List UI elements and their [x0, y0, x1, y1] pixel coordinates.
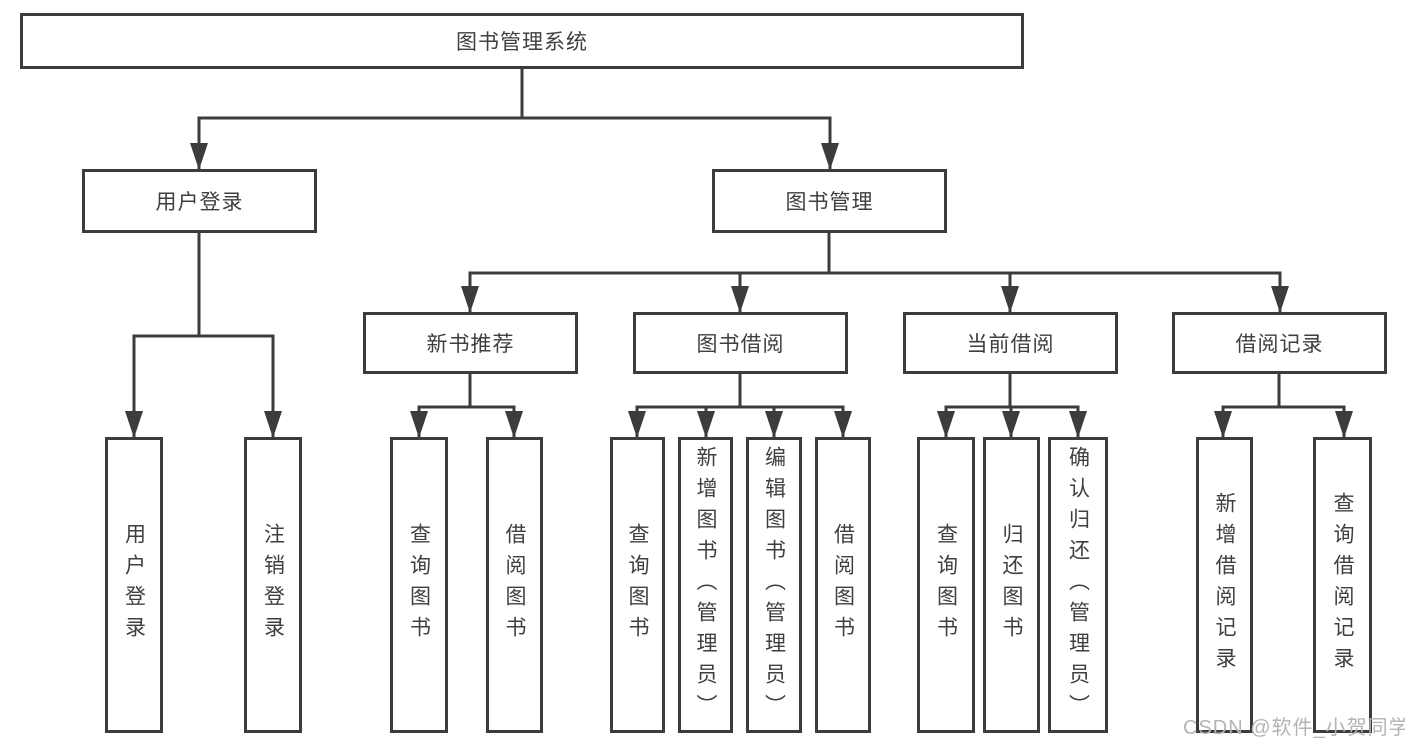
connector-userlogin-to-children: [132, 233, 275, 438]
node-book-borrow: 图书借阅: [633, 312, 848, 374]
node-book-management-label: 图书管理: [785, 191, 874, 214]
connector-newbook-to-children: [417, 374, 516, 438]
node-book-borrow-label: 图书借阅: [696, 333, 785, 356]
leaf-borrow-edit-admin: 编辑图书（管理员）: [746, 437, 802, 733]
node-root-system: 图书管理系统: [20, 13, 1024, 69]
leaf-borrow-query-label: 查询图书: [626, 523, 649, 647]
node-current-borrow-label: 当前借阅: [966, 333, 1055, 356]
leaf-newbook-borrow: 借阅图书: [486, 437, 543, 733]
connector-borrowrecord-to-children: [1221, 374, 1346, 438]
leaf-borrow-book: 借阅图书: [815, 437, 871, 733]
leaf-borrow-edit-admin-label: 编辑图书（管理员）: [762, 445, 786, 725]
leaf-borrow-query: 查询图书: [610, 437, 665, 733]
leaf-logout-label: 注销登录: [261, 523, 285, 647]
leaf-logout: 注销登录: [244, 437, 302, 733]
leaf-borrow-book-label: 借阅图书: [831, 523, 855, 647]
leaf-newbook-query-label: 查询图书: [407, 523, 431, 647]
leaf-record-query-label: 查询借阅记录: [1331, 492, 1354, 678]
node-user-login-label: 用户登录: [155, 191, 244, 214]
leaf-return-book-label: 归还图书: [1000, 523, 1023, 647]
leaf-confirm-return-admin: 确认归还（管理员）: [1048, 437, 1108, 733]
arrowheads: [125, 143, 1353, 438]
leaf-current-query: 查询图书: [917, 437, 975, 733]
leaf-borrow-add-admin-label: 新增图书（管理员）: [694, 445, 717, 725]
leaf-borrow-add-admin: 新增图书（管理员）: [678, 437, 733, 733]
leaf-user-login: 用户登录: [105, 437, 163, 733]
node-book-management: 图书管理: [712, 169, 947, 233]
csdn-watermark: CSDN @软件_小贺同学: [1183, 717, 1405, 739]
node-new-book-recommend-label: 新书推荐: [426, 333, 515, 356]
leaf-record-add: 新增借阅记录: [1196, 437, 1253, 733]
leaf-current-query-label: 查询图书: [934, 523, 958, 647]
node-current-borrow: 当前借阅: [903, 312, 1118, 374]
leaf-user-login-label: 用户登录: [122, 523, 146, 647]
node-borrow-record: 借阅记录: [1172, 312, 1387, 374]
leaf-newbook-query: 查询图书: [390, 437, 448, 733]
leaf-return-book: 归还图书: [983, 437, 1040, 733]
leaf-confirm-return-admin-label: 确认归还（管理员）: [1066, 445, 1090, 725]
leaf-record-query: 查询借阅记录: [1313, 437, 1372, 733]
node-new-book-recommend: 新书推荐: [363, 312, 578, 374]
connector-bookborrow-to-children: [635, 374, 845, 438]
leaf-record-add-label: 新增借阅记录: [1213, 492, 1236, 678]
node-root-label: 图书管理系统: [456, 31, 588, 54]
connector-root-to-level2: [197, 69, 832, 170]
connector-bookmgmt-to-level3: [468, 233, 1282, 313]
node-user-login: 用户登录: [82, 169, 317, 233]
node-borrow-record-label: 借阅记录: [1235, 333, 1324, 356]
leaf-newbook-borrow-label: 借阅图书: [503, 523, 526, 647]
